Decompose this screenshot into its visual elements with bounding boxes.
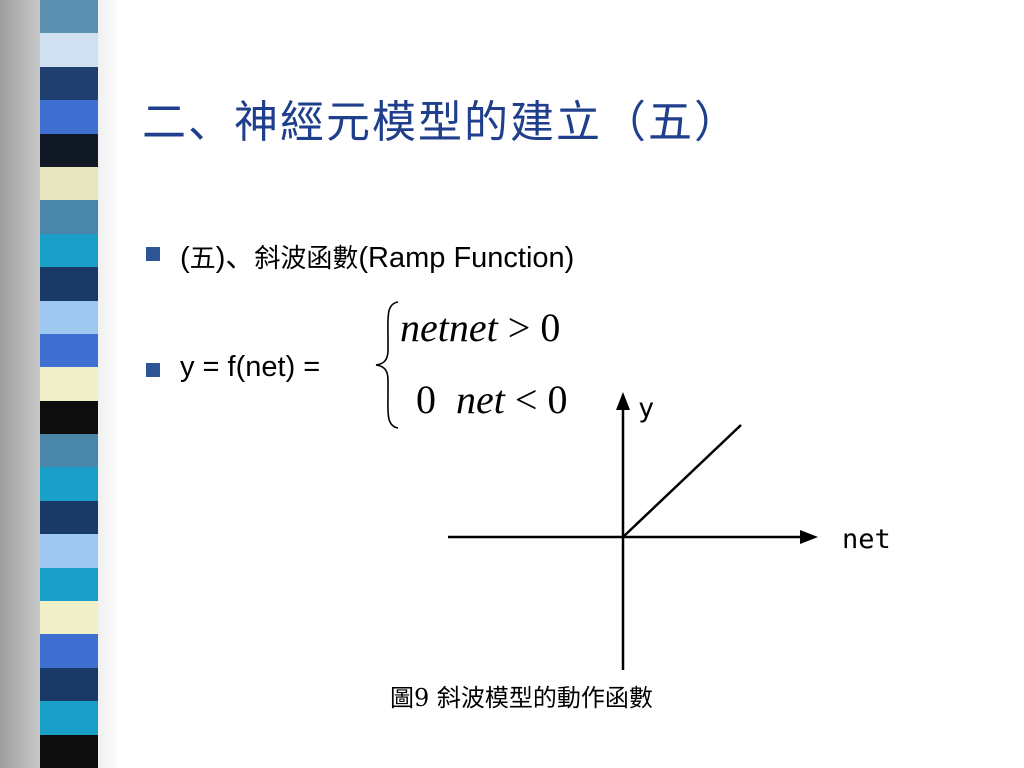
piecewise-brace	[375, 301, 399, 429]
stripe-segment	[40, 100, 98, 134]
slide-title: 二、神經元模型的建立（五）	[142, 97, 740, 148]
case1-condition-value: 0	[540, 305, 561, 350]
stripe-segment	[40, 200, 98, 234]
stripe-segment	[40, 233, 98, 268]
bullet-prefix: (	[180, 242, 190, 274]
case1-operator: >	[507, 305, 531, 350]
stripe-segment	[40, 601, 98, 635]
stripe-segment	[40, 701, 98, 735]
stripe-segment	[40, 567, 98, 602]
bullet-english-name: (Ramp Function)	[358, 242, 575, 274]
ramp-function-graph	[440, 380, 920, 680]
formula-case-1: netnet > 0	[400, 304, 560, 351]
bullet-marker	[146, 363, 160, 377]
stripe-segment	[40, 267, 98, 301]
stripe-segment	[40, 367, 98, 401]
decorative-stripe-column	[0, 0, 118, 768]
ramp-line	[622, 424, 742, 538]
stripe-segment	[40, 467, 98, 501]
figure-caption: 圖9 斜波模型的動作函數	[390, 684, 653, 712]
case1-condition-var: net	[448, 305, 498, 350]
bullet-formula-lhs: y = f(net) =	[180, 351, 321, 383]
ramp-graph-svg	[448, 392, 818, 670]
stripe-segment	[40, 500, 98, 535]
bullet-ramp-function: (五)、斜波函數(Ramp Function)	[180, 234, 574, 276]
stripe-segment	[40, 133, 98, 167]
case2-value: 0	[416, 377, 436, 422]
stripe-segment	[40, 400, 98, 435]
stripe-segment	[40, 634, 98, 668]
bullet-marker	[146, 247, 160, 261]
x-axis-label: net	[842, 524, 891, 555]
case2-condition-value: 0	[547, 377, 568, 422]
formula-case-2: 0 net < 0	[416, 376, 567, 423]
x-axis-arrowhead	[800, 530, 818, 544]
case2-operator: <	[514, 377, 538, 422]
color-stripe	[40, 0, 98, 768]
stripe-segment	[40, 734, 98, 768]
stripe-segment	[40, 33, 98, 67]
bullet-function-name: 斜波函數	[254, 244, 359, 274]
stripe-segment	[40, 166, 98, 201]
stripe-segment	[40, 333, 98, 368]
stripe-segment	[40, 300, 98, 334]
y-axis-arrowhead	[616, 392, 630, 410]
bullet-numeral: 五	[189, 244, 216, 274]
bullet-separator: )、	[215, 242, 255, 274]
stripe-segment	[40, 0, 98, 34]
y-axis-label: y	[638, 393, 655, 424]
stripe-segment	[40, 667, 98, 702]
stripe-segment	[40, 534, 98, 568]
case1-value: net	[400, 305, 449, 350]
stripe-segment	[40, 66, 98, 101]
stripe-segment	[40, 434, 98, 468]
case2-condition-var: net	[456, 377, 505, 422]
